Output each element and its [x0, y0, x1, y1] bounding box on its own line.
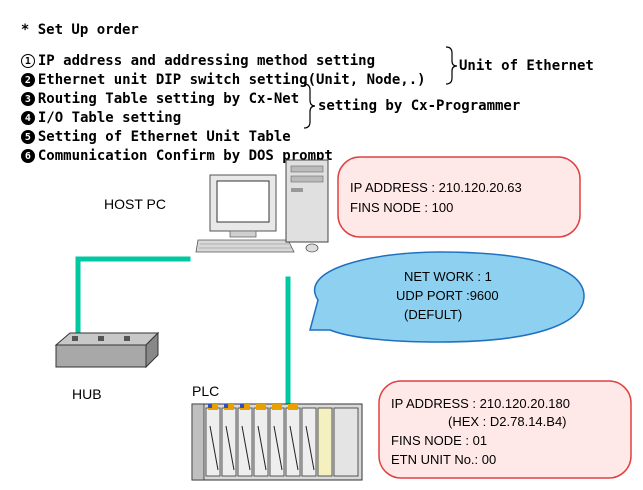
step-2-text: Ethernet unit DIP switch setting(Unit, N…: [37, 72, 426, 88]
plc-icon: [191, 403, 363, 481]
network-info-bubble: [309, 251, 585, 343]
network-cables: [75, 256, 291, 407]
number-icon-3: 3: [20, 92, 35, 106]
plc-ip-text: IP ADDRESS : 210.120.20.180: [391, 396, 570, 411]
host-fins-text: FINS NODE : 100: [350, 200, 454, 215]
brace-label-programmer: setting by Cx-Programmer: [318, 98, 521, 114]
hub-label: HUB: [72, 386, 102, 402]
plc-fins-text: FINS NODE : 01: [391, 433, 488, 448]
number-icon-1: 1: [20, 54, 35, 68]
host-pc-icon: [195, 159, 329, 253]
brace-ethernet: [445, 46, 458, 85]
host-info-box: [337, 156, 581, 238]
default-note-text: (DEFULT): [404, 307, 463, 322]
brace-programmer: [303, 83, 316, 129]
number-icon-5: 5: [20, 130, 35, 144]
number-icon-2: 2: [20, 73, 35, 87]
host-ip-text: IP ADDRESS : 210.120.20.63: [350, 180, 522, 195]
plc-info-box: [378, 380, 632, 479]
network-number-text: NET WORK : 1: [404, 269, 492, 284]
hub-icon: [54, 331, 160, 369]
brace-label-ethernet: Unit of Ethernet: [459, 58, 594, 74]
number-icon-4: 4: [20, 111, 35, 125]
step-5-text: Setting of Ethernet Unit Table: [37, 129, 291, 145]
plc-label: PLC: [192, 383, 220, 399]
plc-unit-text: ETN UNIT No.: 00: [391, 452, 497, 467]
page-title: * Set Up order: [20, 22, 139, 38]
number-icon-6: 6: [20, 149, 35, 163]
host-pc-label: HOST PC: [104, 196, 166, 212]
udp-port-text: UDP PORT :9600: [396, 288, 499, 303]
step-4-text: I/O Table setting: [37, 110, 182, 126]
step-1-text: IP address and addressing method setting: [37, 53, 376, 69]
plc-hex-text: (HEX : D2.78.14.B4): [448, 414, 567, 429]
step-3-text: Routing Table setting by Cx-Net: [37, 91, 300, 107]
